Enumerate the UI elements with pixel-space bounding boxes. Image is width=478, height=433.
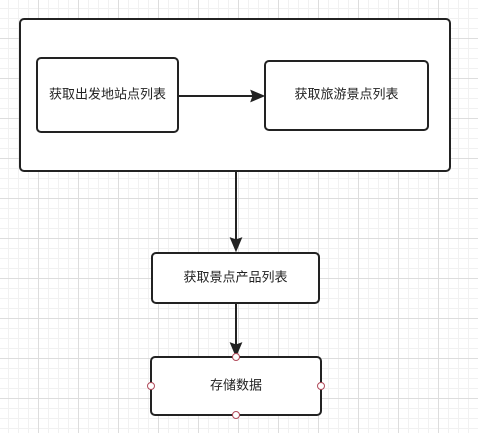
edge-group-to-products-arrowhead bbox=[229, 237, 243, 253]
edge-products-to-store-arrowhead bbox=[229, 342, 243, 358]
node-store-data-label: 存储数据 bbox=[210, 379, 262, 394]
edge-departure-to-attractions-arrowhead bbox=[250, 89, 266, 103]
connection-handle-left[interactable] bbox=[147, 382, 155, 390]
node-get-departure-label: 获取出发地站点列表 bbox=[49, 87, 166, 103]
node-store-data[interactable]: 存储数据 bbox=[147, 353, 325, 419]
node-get-products-label: 获取景点产品列表 bbox=[183, 271, 287, 286]
edge-departure-to-attractions[interactable] bbox=[178, 89, 266, 103]
edge-products-to-store[interactable] bbox=[229, 303, 243, 358]
connection-handle-bottom[interactable] bbox=[232, 411, 240, 419]
edge-group-to-products[interactable] bbox=[229, 171, 243, 253]
node-get-products[interactable]: 获取景点产品列表 bbox=[151, 252, 320, 304]
node-get-attractions-label: 获取旅游景点列表 bbox=[294, 88, 398, 103]
connection-handle-top[interactable] bbox=[232, 353, 240, 361]
node-get-departure[interactable]: 获取出发地站点列表 bbox=[36, 57, 179, 133]
connection-handle-right[interactable] bbox=[317, 382, 325, 390]
node-get-attractions-box[interactable] bbox=[264, 60, 429, 131]
node-get-attractions[interactable]: 获取旅游景点列表 bbox=[264, 60, 429, 131]
